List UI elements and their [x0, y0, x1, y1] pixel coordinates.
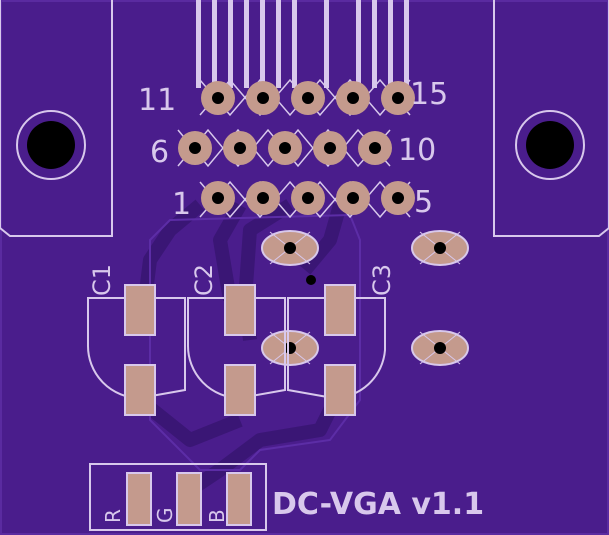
header-label-g: G [153, 508, 177, 524]
mount-hole-right [526, 121, 574, 169]
pin-label-10: 10 [398, 133, 436, 168]
c1-pad-bottom [124, 364, 156, 416]
pin-label-11: 11 [138, 83, 176, 118]
c3-pad-top [324, 284, 356, 336]
mount-bracket-right [493, 0, 609, 237]
pin-label-5: 5 [414, 185, 433, 220]
pin-label-1: 1 [172, 187, 191, 222]
header-label-r: R [101, 509, 125, 523]
c3-label: C3 [368, 264, 396, 296]
mount-ring-right [515, 110, 585, 180]
c2-label: C2 [190, 264, 218, 296]
pin-label-15: 15 [410, 77, 448, 112]
via-hole [306, 275, 316, 285]
c2-pad-top [224, 284, 256, 336]
c2-pad-bottom [224, 364, 256, 416]
connector-edge-pins [196, 0, 409, 88]
header-label-b: B [205, 509, 229, 523]
pin-label-6: 6 [150, 135, 169, 170]
header-pad-r [126, 472, 152, 526]
rgb-header-outline [89, 463, 267, 531]
header-pad-g [176, 472, 202, 526]
c1-label: C1 [88, 264, 116, 296]
c3-pad-bottom [324, 364, 356, 416]
connector-drill-holes [189, 92, 404, 204]
board-title: DC-VGA v1.1 [272, 487, 484, 522]
c1-pad-top [124, 284, 156, 336]
header-pad-b [226, 472, 252, 526]
oval-pads [261, 230, 469, 366]
mount-hole-left [27, 121, 75, 169]
mount-ring-left [16, 110, 86, 180]
mount-bracket-left [0, 0, 113, 237]
capacitor-pads [124, 284, 356, 416]
